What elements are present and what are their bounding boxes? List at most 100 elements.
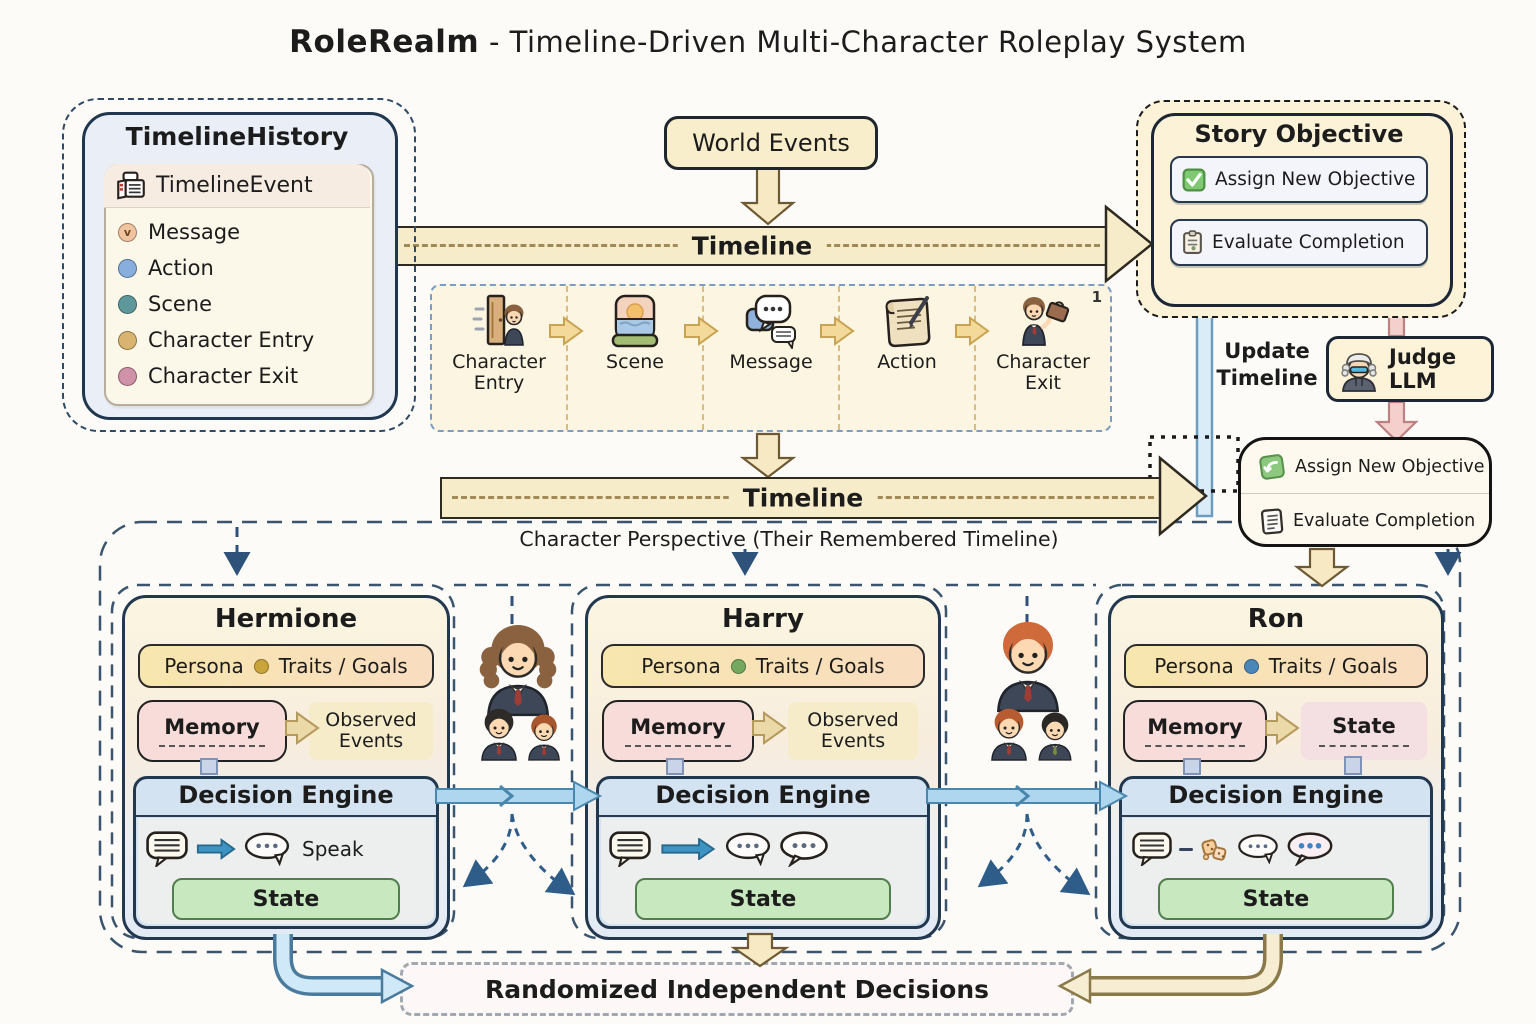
- evaluate-completion-button: Evaluate Completion: [1170, 219, 1428, 266]
- story-objective-dashed-border: [1136, 100, 1466, 318]
- timeline-event-title: TimelineEvent: [156, 173, 313, 198]
- persona-label: Persona: [641, 654, 721, 678]
- decision-engine: Decision Engine: [596, 776, 930, 929]
- scene-icon: [611, 294, 659, 348]
- observed-events-box: Observed Events: [788, 702, 918, 760]
- arrow-right-icon: [196, 838, 236, 860]
- assign-new-objective-button: Assign New Objective: [1170, 156, 1428, 203]
- exit-note: 1: [1091, 288, 1102, 306]
- character-exit-icon: [1022, 297, 1070, 346]
- persona-label: Persona: [164, 654, 244, 678]
- perspective-caption: Character Perspective (Their Remembered …: [519, 527, 1059, 551]
- decision-engine-title: Decision Engine: [1168, 781, 1384, 809]
- character-name: Ron: [1247, 604, 1305, 634]
- small-avatar-black-hair: [1030, 708, 1080, 762]
- world-events-arrow: [739, 161, 797, 226]
- event-label: Action: [877, 351, 937, 373]
- persona-pill: Persona Traits / Goals: [601, 644, 925, 688]
- persona-label: Persona: [1154, 654, 1234, 678]
- clipboard-icon: [1183, 230, 1202, 254]
- checkbox-icon: [1182, 168, 1206, 191]
- page-title-rest: - Timeline-Driven Multi-Character Rolepl…: [488, 25, 1247, 59]
- objective-actions-box: Assign New Objective Evaluate Completion: [1238, 437, 1492, 547]
- speech-bubble-icon: [780, 831, 828, 867]
- persona-dot-icon: [253, 658, 269, 674]
- thought-bubble-icon: [609, 831, 651, 867]
- event-label: Message: [729, 351, 813, 373]
- state-box: State: [1158, 878, 1394, 920]
- event-character-entry: Character Entry: [432, 286, 568, 430]
- world-events-box: World Events: [664, 116, 878, 170]
- dice-icon: [1201, 839, 1227, 861]
- timeline-band-bottom-label: Timeline: [728, 483, 878, 513]
- action-bullet-icon: [118, 258, 137, 278]
- speech-bubble-icon: [244, 832, 290, 866]
- event-label: Character Exit: [996, 351, 1090, 394]
- timeline-band-bottom: Timeline: [440, 477, 1166, 519]
- assign-new-objective-label: Assign New Objective: [1215, 169, 1416, 190]
- event-sequence-strip: Character Entry Scene M: [430, 284, 1112, 432]
- ron-avatar: [976, 614, 1080, 714]
- event-action: Action: [840, 286, 976, 430]
- memory-box: Memory: [1123, 700, 1267, 762]
- speak-label: Speak: [302, 837, 364, 861]
- decision-icons-row: [609, 823, 917, 875]
- list-item: Scene: [118, 286, 364, 322]
- timeline-band-top-label: Timeline: [677, 231, 827, 261]
- timeline-history-dashed-border: [62, 98, 416, 432]
- speech-bubble-icon: [1238, 834, 1278, 864]
- update-timeline-arrow: [1181, 287, 1228, 518]
- scene-bullet-icon: [118, 294, 137, 314]
- judge-robot-icon: [1341, 353, 1377, 392]
- judge-llm-box: Judge LLM: [1326, 336, 1494, 402]
- list-item: Action: [118, 250, 364, 286]
- persona-dot-icon: [730, 658, 746, 674]
- evaluate-completion-row: Evaluate Completion: [1241, 494, 1489, 547]
- story-objective-title: Story Objective: [1194, 120, 1404, 148]
- memory-box: Memory: [602, 700, 754, 762]
- message-icon: [745, 294, 796, 349]
- evaluate-row-label: Evaluate Completion: [1293, 510, 1476, 531]
- event-label: Scene: [606, 351, 664, 373]
- persona-pill: Persona Traits / Goals: [1124, 644, 1428, 688]
- persona-dot-icon: [1243, 658, 1259, 674]
- character-entry-icon: [472, 294, 524, 346]
- list-item: Character Entry: [118, 322, 364, 358]
- assign-icon: [1259, 454, 1285, 480]
- archive-printer-icon: [117, 171, 145, 200]
- character-panel-harry: Harry Persona Traits / Goals Memory Obse…: [585, 595, 941, 940]
- decision-engine: Decision Engine: [1119, 776, 1433, 929]
- speech-bubble-icon: [725, 832, 771, 866]
- timeline-event-list: v Message Action Scene Character Entry C…: [118, 214, 364, 394]
- character-entry-bullet-icon: [118, 330, 137, 350]
- traits-label: Traits / Goals: [1268, 654, 1398, 678]
- update-timeline-label: Update Timeline: [1216, 339, 1318, 391]
- event-character-exit: 1 Character Exit: [976, 286, 1110, 430]
- small-avatar-red-hair: [982, 704, 1036, 762]
- page-title-brand: RoleRealm: [289, 24, 480, 60]
- small-avatar-auburn-hair: [520, 710, 568, 762]
- observed-events-box: Observed Events: [309, 702, 433, 760]
- timeline-event-header: TimelineEvent: [104, 164, 370, 208]
- event-scene: Scene: [568, 286, 704, 430]
- action-icon: [885, 296, 931, 348]
- decision-icons-row: Speak: [146, 823, 426, 875]
- memory-box: Memory: [137, 700, 287, 762]
- small-avatar-dark-hair: [472, 704, 526, 762]
- state-box: State: [635, 878, 891, 920]
- list-item: v Message: [118, 214, 364, 250]
- assign-new-objective-row: Assign New Objective: [1241, 440, 1489, 494]
- thought-bubble-icon: [146, 831, 188, 867]
- state-box: State: [172, 878, 400, 920]
- actions-to-ron-arrow: [1293, 547, 1351, 588]
- decision-engine: Decision Engine Speak: [133, 776, 439, 929]
- persona-pill: Persona Traits / Goals: [138, 644, 434, 688]
- character-panel-hermione: Hermione Persona Traits / Goals Memory O…: [122, 595, 450, 940]
- decision-engine-title: Decision Engine: [655, 781, 871, 809]
- hermione-avatar: [466, 618, 570, 718]
- timeline-bottom-arrowhead: [1158, 455, 1208, 537]
- strip-to-timeline-arrow: [739, 432, 797, 479]
- timeline-band-top: Timeline: [392, 226, 1112, 266]
- traits-label: Traits / Goals: [755, 654, 885, 678]
- timeline-history-title: TimelineHistory: [125, 122, 349, 151]
